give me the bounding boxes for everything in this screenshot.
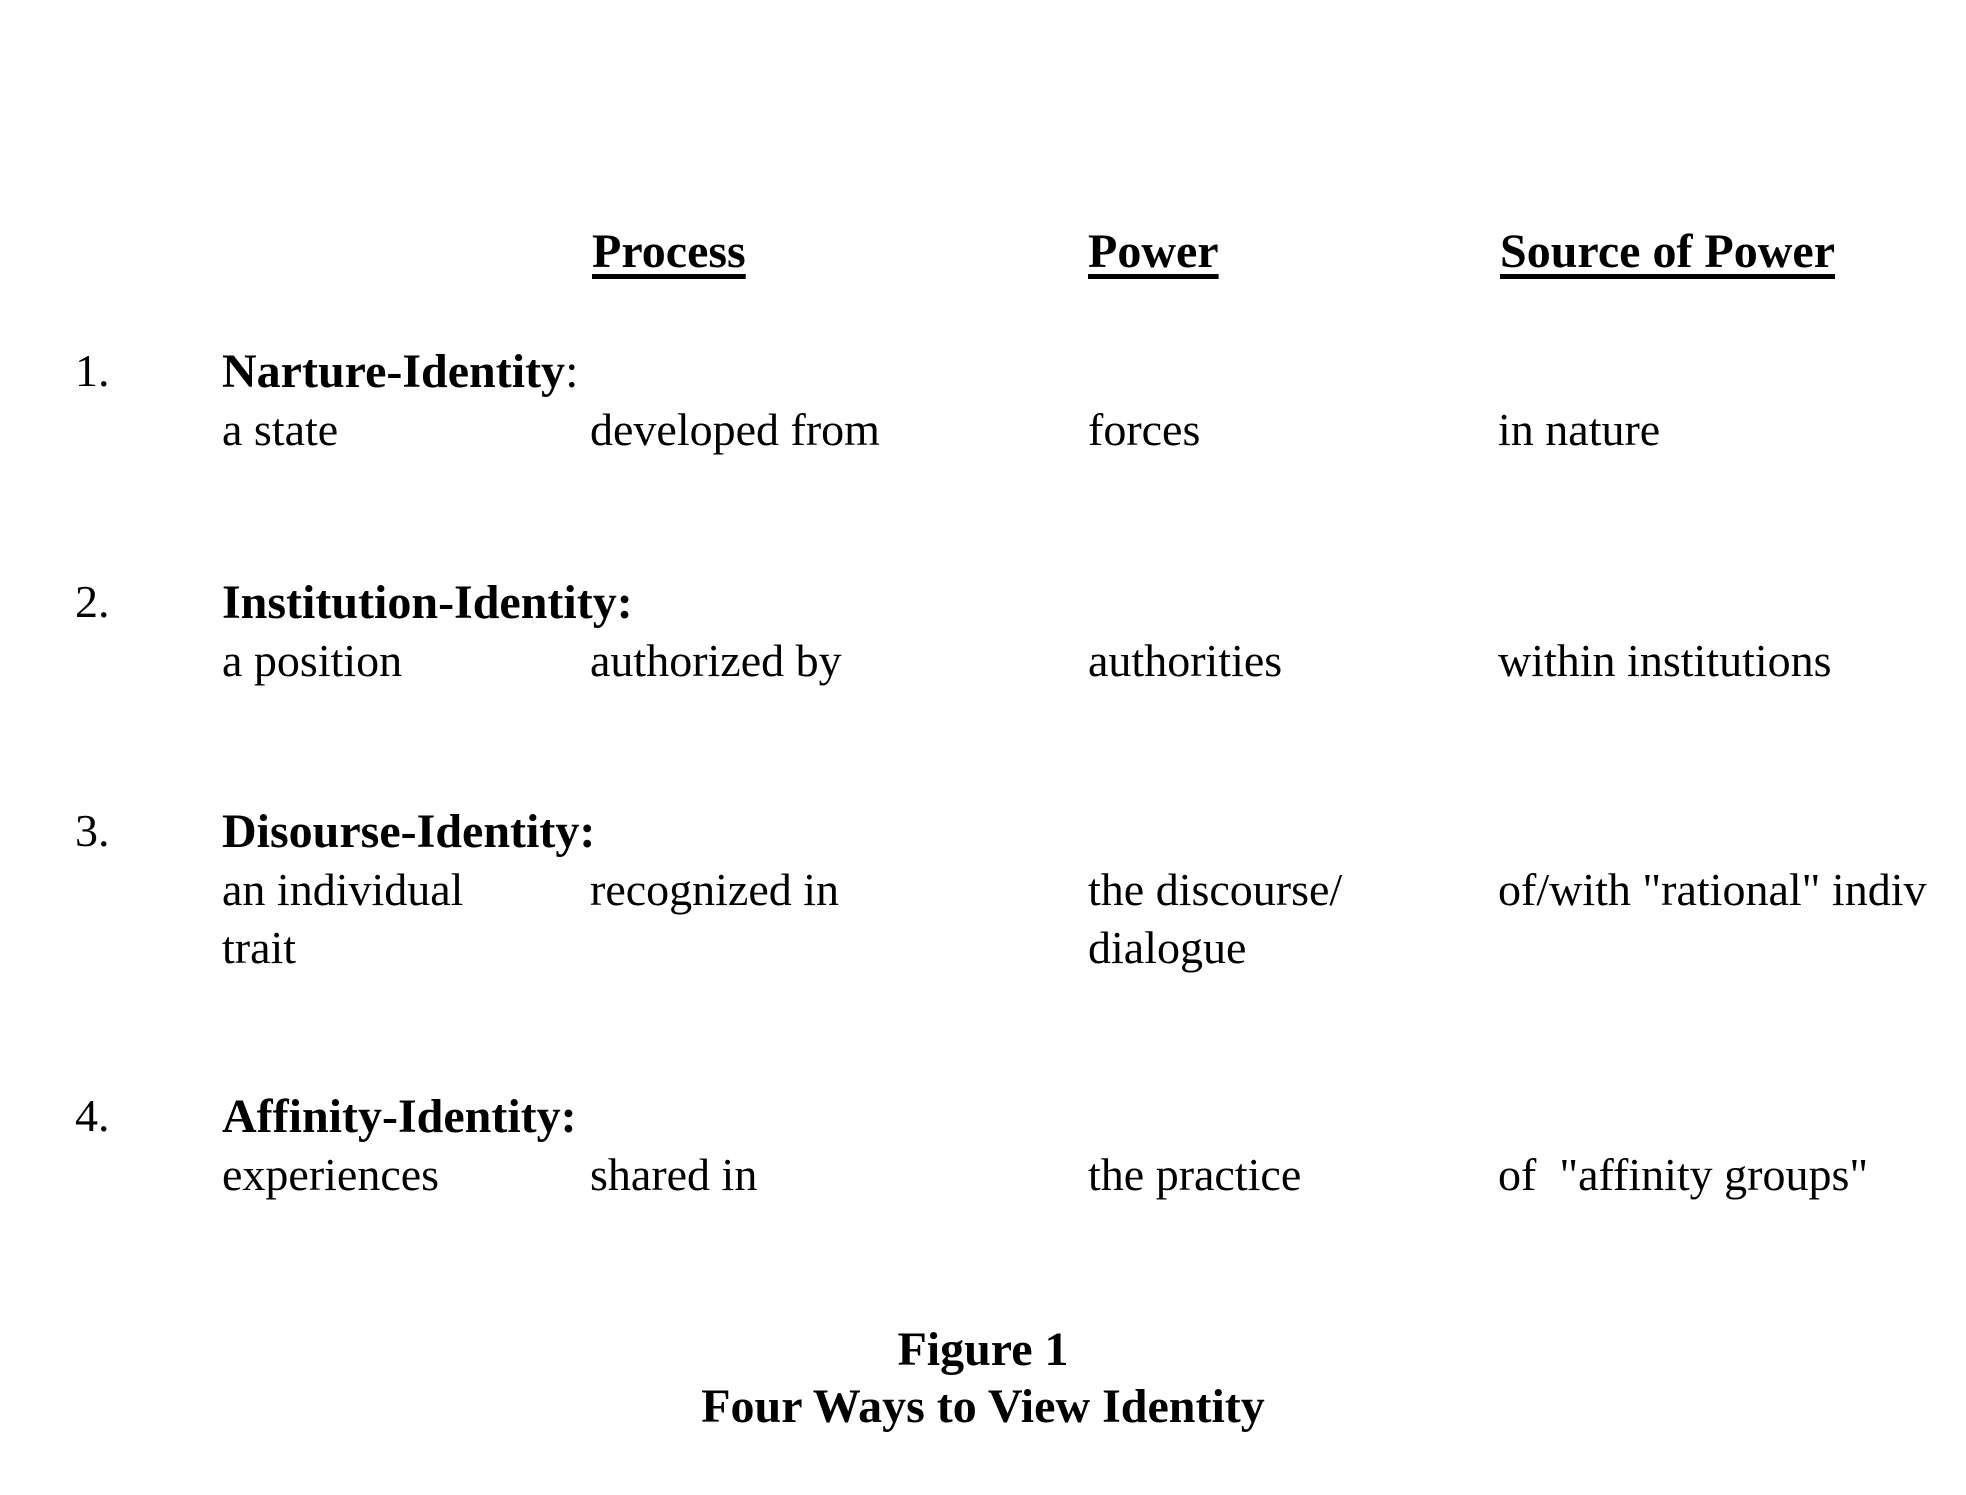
row-3-process: recognized in <box>590 864 840 915</box>
row-1-process: developed from <box>590 404 880 455</box>
row-2-process: authorized by <box>590 635 842 686</box>
row-3-power: the discourse/ <box>1088 864 1343 915</box>
identity-label-4: Affinity-Identity: <box>222 1093 577 1141</box>
row-4-power: the practice <box>1088 1149 1302 1200</box>
figure-caption: Figure 1 Four Ways to View Identity <box>0 1322 1966 1435</box>
row-number-2: 2. <box>75 576 110 627</box>
row-3-power-line2: dialogue <box>1088 922 1247 973</box>
identity-label-2: Institution-Identity: <box>222 579 633 627</box>
identity-label-1: Narture-Identity: <box>222 348 578 396</box>
row-4-subject: experiences <box>222 1149 440 1200</box>
row-1-subject: a state <box>222 404 339 455</box>
identity-label-1-text: Narture-Identity <box>222 345 566 398</box>
row-1-source-of-power: in nature <box>1498 404 1661 455</box>
row-number-1: 1. <box>75 345 110 396</box>
row-3-subject-line2: trait <box>222 922 297 973</box>
row-number-3: 3. <box>75 805 110 856</box>
row-number-4: 4. <box>75 1090 110 1141</box>
row-3-source-of-power: of/with "rational" indiv <box>1498 864 1927 915</box>
row-1-power: forces <box>1088 404 1201 455</box>
identity-label-1-colon: : <box>565 345 579 398</box>
row-4-process: shared in <box>590 1149 758 1200</box>
row-3-subject: an individual <box>222 864 464 915</box>
row-2-power: authorities <box>1088 635 1283 686</box>
identity-label-2-text: Institution-Identity: <box>222 576 633 629</box>
figure-caption-line-2: Four Ways to View Identity <box>701 1379 1265 1433</box>
figure-caption-line-1: Figure 1 <box>897 1323 1069 1376</box>
column-header-source-of-power: Source of Power <box>1500 225 1836 278</box>
row-4-source-of-power: of "affinity groups" <box>1498 1149 1869 1200</box>
identity-label-4-text: Affinity-Identity: <box>222 1090 577 1143</box>
row-2-subject: a position <box>222 635 403 686</box>
column-header-power: Power <box>1088 225 1219 278</box>
identity-label-3-text: Disourse-Identity: <box>222 805 596 858</box>
row-2-source-of-power: within institutions <box>1498 635 1832 686</box>
identity-label-3: Disourse-Identity: <box>222 808 595 856</box>
column-header-process: Process <box>592 225 746 278</box>
